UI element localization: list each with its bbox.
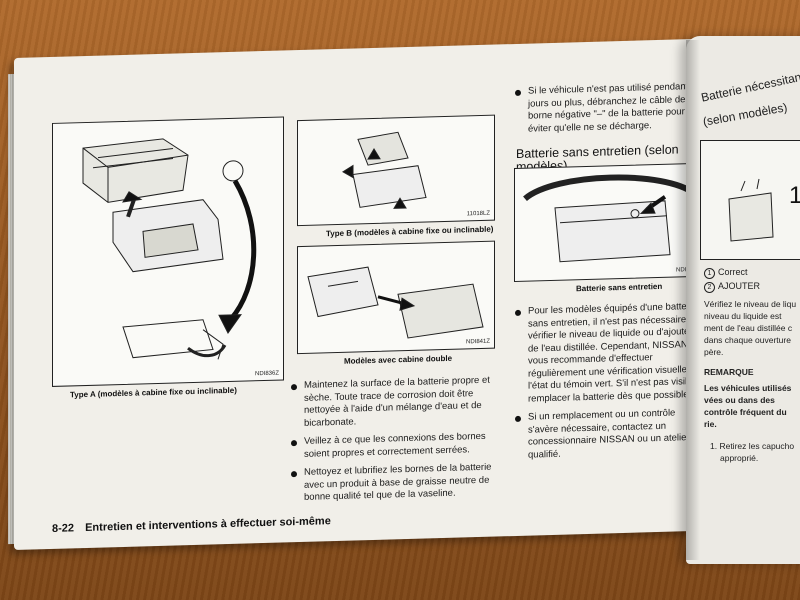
battery-fill-illustration: 1 xyxy=(728,178,800,242)
figure-caption: Type A (modèles à cabine fixe ou inclina… xyxy=(70,385,237,400)
figure-caption: Batterie sans entretien xyxy=(576,281,663,294)
figure-double-cab: NDI841Z xyxy=(297,240,495,355)
next-page-line: dans chaque ouverture xyxy=(704,335,791,345)
page-footer: 8-22 Entretien et interventions à effect… xyxy=(52,515,331,535)
figure-type-a: NDI836Z xyxy=(52,116,284,387)
svg-text:1: 1 xyxy=(789,182,800,209)
next-page-line: Les véhicules utilisés xyxy=(704,383,792,393)
maintenance-free-battery-illustration xyxy=(523,174,697,263)
list-item: Si le véhicule n'est pas utilisé pendant… xyxy=(514,81,702,136)
next-page-heading: Batterie nécessitant p xyxy=(699,67,800,105)
list-item: Maintenez la surface de la batterie prop… xyxy=(290,374,502,430)
next-page-step: approprié. xyxy=(720,453,759,463)
battery-double-cab-illustration xyxy=(307,266,484,339)
list-item: Veillez à ce que les connexions des born… xyxy=(290,430,502,461)
next-page-line: vées ou dans des xyxy=(704,395,775,405)
legend-label: Correct xyxy=(718,267,748,277)
figure-code: 11018LZ xyxy=(466,210,490,218)
next-page: Batterie nécessitant p (selon modèles) 1… xyxy=(686,36,800,564)
section-title: Entretien et interventions à effectuer s… xyxy=(85,515,331,535)
list-item: Pour les modèles équipés d'une batterie … xyxy=(514,301,702,406)
right-column-bullets: Pour les modèles équipés d'une batterie … xyxy=(514,301,702,468)
number-one-icon: 1 xyxy=(704,268,715,279)
figure-type-b: 11018LZ xyxy=(297,114,495,227)
book-gutter xyxy=(686,40,700,560)
next-page-figure: 1 xyxy=(700,140,800,260)
list-item: Si un remplacement ou un contrôle s'avèr… xyxy=(514,407,702,462)
remarque-heading: REMARQUE xyxy=(704,367,754,377)
figure-caption: Modèles avec cabine double xyxy=(344,353,453,366)
list-item: Nettoyez et lubrifiez les bornes de la b… xyxy=(290,461,502,504)
manual-page: NDI836Z Type A (modèles à cabine fixe ou… xyxy=(14,38,712,551)
figure-code: NDI836Z xyxy=(254,370,279,378)
right-column-top: Si le véhicule n'est pas utilisé pendant… xyxy=(514,81,702,142)
middle-column-text: Maintenez la surface de la batterie prop… xyxy=(290,374,502,510)
next-page-line: rie. xyxy=(704,419,717,429)
battery-type-b-illustration xyxy=(342,131,427,209)
battery-type-a-illustration xyxy=(82,138,257,360)
next-page-line: niveau du liquide est xyxy=(704,311,782,321)
next-page-step: 1. Retirez les capucho xyxy=(710,441,795,451)
page-number: 8-22 xyxy=(52,522,75,535)
next-page-line: ment de l'eau distillée c xyxy=(704,323,793,333)
figure-sans-entretien: NDI837Z xyxy=(514,162,704,283)
figure-code: NDI841Z xyxy=(465,338,490,346)
legend-label: AJOUTER xyxy=(718,281,761,291)
next-page-line: contrôle fréquent du xyxy=(704,407,787,417)
figure-caption: Type B (modèles à cabine fixe ou inclina… xyxy=(326,224,494,239)
next-page-subheading: (selon modèles) xyxy=(701,100,789,129)
next-page-line: père. xyxy=(704,347,724,357)
number-two-icon: 2 xyxy=(704,282,715,293)
next-page-line: Vérifiez le niveau de liqu xyxy=(704,299,797,309)
